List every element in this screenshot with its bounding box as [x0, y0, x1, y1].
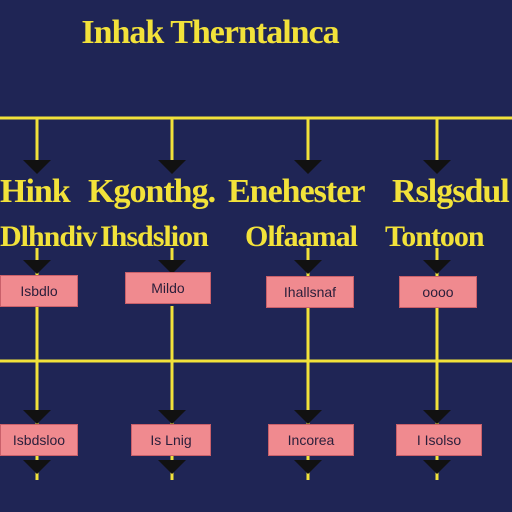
arrow-head-tail-1	[23, 460, 51, 474]
heading-4: Rslgsdul	[392, 173, 510, 210]
arrow-head-top-4	[423, 160, 451, 174]
arrow-head-mid-4	[423, 260, 451, 274]
arrow-head-mid-3	[294, 260, 322, 274]
heading-3: Enehester	[228, 173, 365, 210]
box-bottom-3: Incorea	[268, 424, 354, 456]
subheading-1: Dlhndiv	[0, 220, 97, 253]
arrow-head-top-2	[158, 160, 186, 174]
box-top-4: oooo	[399, 276, 477, 308]
arrow-head-tail-4	[423, 460, 451, 474]
arrow-heads	[23, 160, 451, 474]
box-bottom-1: Isbdsloo	[0, 424, 78, 456]
arrow-head-mid-1	[23, 260, 51, 274]
box-top-2: Mildo	[125, 272, 211, 304]
diagram-title: Inhak Therntalnca	[81, 14, 339, 51]
heading-2: Kgonthg.	[88, 173, 216, 210]
arrow-head-mid-2	[158, 260, 186, 274]
box-bottom-2: Is Lnig	[131, 424, 211, 456]
box-top-3: Ihallsnaf	[266, 276, 354, 308]
subheading-2: Ihsdslion	[100, 220, 209, 253]
heading-1: Hink	[0, 173, 71, 210]
arrow-head-tail-3	[294, 460, 322, 474]
arrow-head-top-1	[23, 160, 51, 174]
box-top-1: Isbdlo	[0, 275, 78, 307]
arrow-head-bottom-3	[294, 410, 322, 424]
subheading-4: Tontoon	[385, 220, 485, 253]
arrow-head-top-3	[294, 160, 322, 174]
arrow-head-bottom-4	[423, 410, 451, 424]
arrow-head-bottom-1	[23, 410, 51, 424]
arrow-head-bottom-2	[158, 410, 186, 424]
subheading-3: Olfaamal	[245, 220, 358, 253]
arrow-head-tail-2	[158, 460, 186, 474]
box-bottom-4: I Isolso	[396, 424, 482, 456]
